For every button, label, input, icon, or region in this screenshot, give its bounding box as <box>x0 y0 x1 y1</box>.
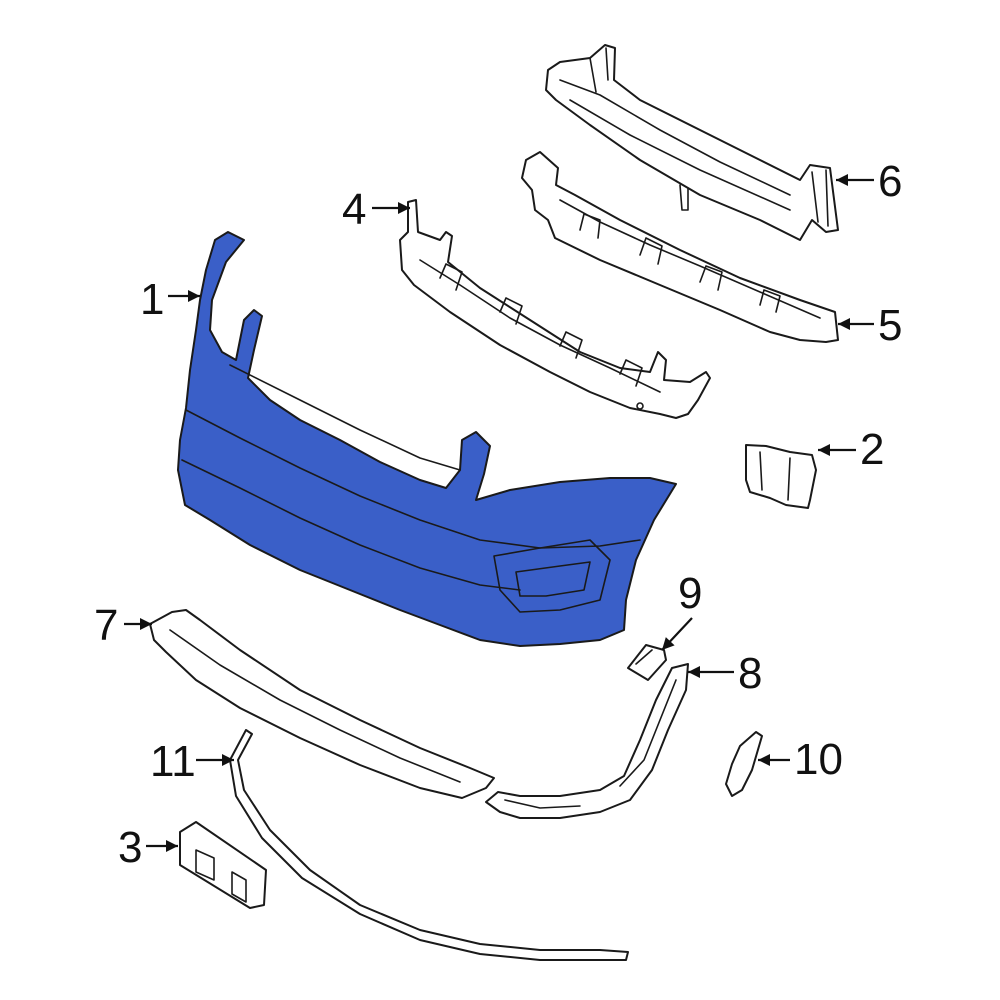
callout-arrowhead <box>662 637 675 650</box>
callout-arrowhead <box>818 444 830 456</box>
part-5-absorber-upper[interactable] <box>521 151 839 343</box>
part-4-energy-absorber[interactable] <box>399 199 711 419</box>
callout-arrowhead <box>688 666 700 678</box>
callout-9[interactable]: 9 <box>678 569 702 618</box>
part-10-side-bracket[interactable] <box>725 731 763 797</box>
callout-4[interactable]: 4 <box>342 185 366 234</box>
callout-arrowhead <box>758 754 770 766</box>
part-3-license-plate-bracket[interactable] <box>179 821 267 909</box>
callout-arrowhead <box>398 202 410 214</box>
callout-8[interactable]: 8 <box>738 649 762 698</box>
part-7-lower-trim[interactable] <box>149 609 495 799</box>
callout-arrowhead <box>222 754 234 766</box>
part-2-bracket[interactable] <box>745 444 817 509</box>
callout-labels: 1 2 3 4 5 6 7 8 9 10 11 <box>94 157 902 872</box>
part-1-bumper-cover[interactable] <box>177 231 677 647</box>
callout-6[interactable]: 6 <box>878 157 902 206</box>
callout-3[interactable]: 3 <box>118 823 142 872</box>
callout-10[interactable]: 10 <box>794 735 843 784</box>
callout-5[interactable]: 5 <box>878 301 902 350</box>
part-8-side-molding[interactable] <box>485 663 689 819</box>
part-11-lower-molding-strip[interactable] <box>229 729 629 961</box>
callout-2[interactable]: 2 <box>860 425 884 474</box>
callout-1[interactable]: 1 <box>140 275 164 324</box>
part-6-reinforcement-bar[interactable] <box>545 44 839 241</box>
callout-arrowhead <box>836 174 848 186</box>
callout-11[interactable]: 11 <box>150 737 196 786</box>
callout-arrowhead <box>838 318 850 330</box>
callout-arrowhead <box>140 618 152 630</box>
callout-arrowhead <box>188 290 200 302</box>
part-9-clip[interactable] <box>627 644 667 681</box>
callout-arrowhead <box>166 840 178 852</box>
callout-7[interactable]: 7 <box>94 601 118 650</box>
callout-leaders <box>124 174 874 852</box>
